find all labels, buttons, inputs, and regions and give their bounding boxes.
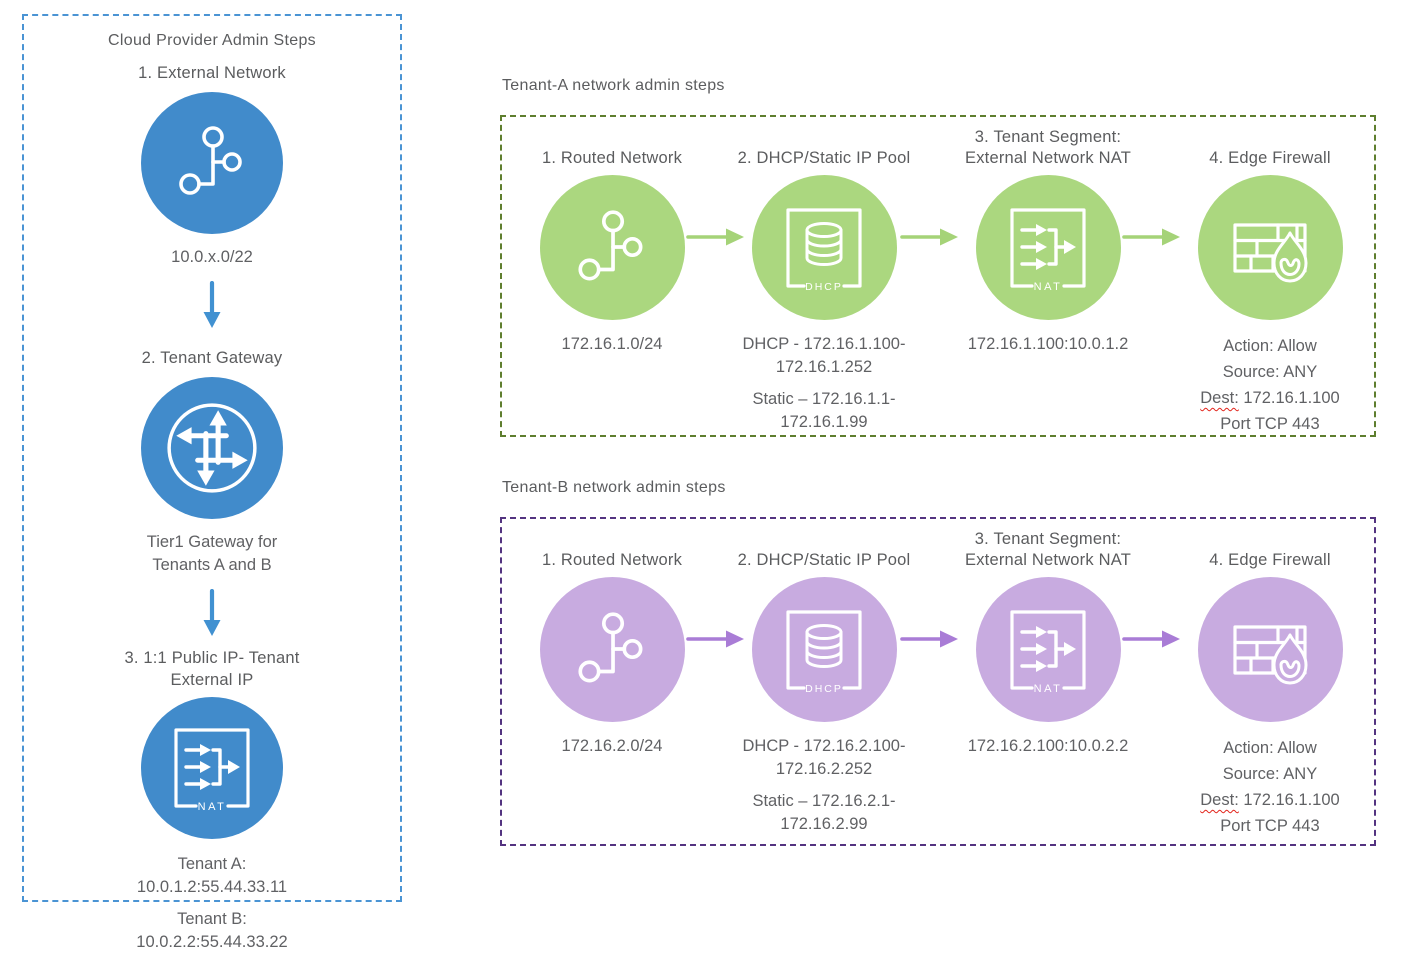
routed-network-caption: 172.16.1.0/24 bbox=[561, 335, 663, 353]
tenant-a-map-ip: 10.0.1.2:55.44.33.11 bbox=[136, 878, 288, 896]
tenant-gateway-label: 2. Tenant Gateway bbox=[141, 349, 283, 367]
caption-spacer bbox=[743, 781, 906, 790]
public-ip-nat-label-line1: 3. 1:1 Public IP- Tenant bbox=[124, 649, 300, 667]
dhcp-range-line1: DHCP - 172.16.1.100- bbox=[742, 335, 906, 353]
tenant-b-edge-firewall-step: 4. Edge Firewall Action: Allow Source: A… bbox=[1158, 529, 1382, 839]
routed-network-node bbox=[539, 577, 685, 722]
firewall-action: Action: Allow bbox=[1223, 739, 1317, 757]
tenant-a-dhcp-step: 2. DHCP/Static IP Pool DHCP DHCP - 172.1… bbox=[712, 127, 936, 434]
edge-firewall-label: 4. Edge Firewall bbox=[1209, 551, 1331, 569]
static-range-line2: 172.16.1.99 bbox=[780, 413, 868, 431]
svg-text:NAT: NAT bbox=[1034, 683, 1063, 695]
tenant-b-panel: 1. Routed Network 172.16.2.0/24 2. DHCP/… bbox=[500, 517, 1376, 846]
public-ip-nat-label: 3. 1:1 Public IP- Tenant External IP bbox=[124, 647, 299, 691]
edge-firewall-rule: Action: Allow Source: ANY Dest: 172.16.1… bbox=[1200, 333, 1339, 437]
tenant-gateway-node bbox=[141, 377, 283, 519]
nat-icon: NAT bbox=[1010, 207, 1086, 293]
edge-firewall-rule: Action: Allow Source: ANY Dest: 172.16.1… bbox=[1200, 735, 1339, 839]
tenant-a-section-title: Tenant-A network admin steps bbox=[502, 77, 725, 94]
tenant-gateway-caption-line1: Tier1 Gateway for bbox=[146, 533, 278, 551]
dhcp-pool-caption: DHCP - 172.16.1.100- 172.16.1.252 Static… bbox=[743, 333, 906, 434]
svg-text:NAT: NAT bbox=[1034, 281, 1063, 293]
edge-firewall-node bbox=[1197, 175, 1343, 320]
public-ip-nat-node: NAT bbox=[141, 697, 283, 839]
routed-network-icon bbox=[179, 126, 242, 195]
segment-nat-caption: 172.16.1.100:10.0.1.2 bbox=[967, 335, 1129, 353]
gateway-icon bbox=[163, 399, 261, 497]
nat-icon: NAT bbox=[174, 728, 250, 813]
routed-network-node bbox=[539, 175, 685, 320]
cloud-provider-panel-title: Cloud Provider Admin Steps bbox=[108, 32, 316, 49]
tenant-b-routed-network-step: 1. Routed Network 172.16.2.0/24 bbox=[500, 529, 724, 758]
segment-nat-label: 3. Tenant Segment: External Network NAT bbox=[965, 530, 1131, 569]
edge-firewall-node bbox=[1197, 577, 1343, 722]
routed-network-label: 1. Routed Network bbox=[541, 149, 683, 167]
static-range-line1: Static – 172.16.1.1- bbox=[752, 390, 896, 408]
firewall-source: Source: ANY bbox=[1222, 363, 1318, 381]
routed-network-label: 1. Routed Network bbox=[541, 551, 683, 569]
down-arrow-icon bbox=[201, 281, 223, 329]
caption-spacer bbox=[743, 379, 906, 388]
dhcp-range-line1: DHCP - 172.16.2.100- bbox=[742, 737, 906, 755]
routed-network-caption: 172.16.2.0/24 bbox=[561, 737, 663, 755]
dhcp-pool-label: 2. DHCP/Static IP Pool bbox=[737, 551, 911, 569]
firewall-icon bbox=[1233, 624, 1308, 685]
external-network-label: 1. External Network bbox=[138, 64, 286, 82]
tenant-gateway-caption-line2: Tenants A and B bbox=[152, 556, 272, 574]
firewall-port: Port TCP 443 bbox=[1220, 817, 1320, 835]
routed-network-icon bbox=[578, 611, 643, 683]
tenant-b-dhcp-step: 2. DHCP/Static IP Pool DHCP DHCP - 172.1… bbox=[712, 529, 936, 836]
down-arrow-icon bbox=[201, 589, 223, 637]
segment-nat-node: NAT bbox=[975, 175, 1121, 320]
tenant-a-segment-nat-step: 3. Tenant Segment: External Network NAT … bbox=[936, 127, 1160, 356]
segment-nat-caption: 172.16.2.100:10.0.2.2 bbox=[967, 737, 1129, 755]
svg-text:NAT: NAT bbox=[198, 801, 227, 813]
cloud-provider-panel: Cloud Provider Admin Steps 1. External N… bbox=[22, 14, 402, 951]
external-network-node bbox=[141, 92, 283, 234]
tenant-b-segment-nat-step: 3. Tenant Segment: External Network NAT … bbox=[936, 529, 1160, 758]
static-range-line1: Static – 172.16.2.1- bbox=[752, 792, 896, 810]
tenant-a-panel: 1. Routed Network 172.16.1.0/24 2. DHCP/… bbox=[500, 115, 1376, 437]
tenant-b-section-title: Tenant-B network admin steps bbox=[502, 479, 726, 496]
external-network-caption: 10.0.x.0/22 bbox=[171, 248, 253, 266]
firewall-source: Source: ANY bbox=[1222, 765, 1318, 783]
svg-text:DHCP: DHCP bbox=[805, 683, 843, 695]
tenant-a-edge-firewall-step: 4. Edge Firewall Action: Allow Source: A… bbox=[1158, 127, 1382, 437]
dhcp-pool-node: DHCP bbox=[751, 577, 897, 722]
firewall-action: Action: Allow bbox=[1223, 337, 1317, 355]
tenant-b-map-label: Tenant B: bbox=[177, 910, 247, 928]
dhcp-pool-caption: DHCP - 172.16.2.100- 172.16.2.252 Static… bbox=[743, 735, 906, 836]
dhcp-pool-node: DHCP bbox=[751, 175, 897, 320]
tenant-a-map-label: Tenant A: bbox=[177, 855, 247, 873]
firewall-dest: Dest: 172.16.1.100 bbox=[1200, 389, 1340, 407]
edge-firewall-label: 4. Edge Firewall bbox=[1209, 149, 1331, 167]
nat-icon: NAT bbox=[1010, 609, 1086, 695]
diagram-canvas: Cloud Provider Admin Steps 1. External N… bbox=[22, 14, 1376, 951]
tenant-gateway-caption: Tier1 Gateway for Tenants A and B bbox=[147, 531, 278, 577]
dhcp-range-line2: 172.16.2.252 bbox=[775, 760, 873, 778]
segment-nat-label: 3. Tenant Segment: External Network NAT bbox=[965, 128, 1131, 167]
segment-nat-node: NAT bbox=[975, 577, 1121, 722]
caption-spacer bbox=[136, 899, 287, 908]
firewall-icon bbox=[1233, 222, 1308, 283]
static-range-line2: 172.16.2.99 bbox=[780, 815, 868, 833]
firewall-dest: Dest: 172.16.1.100 bbox=[1200, 791, 1340, 809]
dhcp-icon: DHCP bbox=[786, 609, 862, 695]
tenant-b-map-ip: 10.0.2.2:55.44.33.22 bbox=[136, 933, 288, 951]
dhcp-pool-label: 2. DHCP/Static IP Pool bbox=[737, 149, 911, 167]
tenant-a-routed-network-step: 1. Routed Network 172.16.1.0/24 bbox=[500, 127, 724, 356]
dhcp-icon: DHCP bbox=[786, 207, 862, 293]
public-ip-nat-label-line2: External IP bbox=[170, 671, 254, 689]
firewall-port: Port TCP 443 bbox=[1220, 415, 1320, 433]
svg-text:DHCP: DHCP bbox=[805, 281, 843, 293]
nat-mapping-caption: Tenant A: 10.0.1.2:55.44.33.11 Tenant B:… bbox=[136, 853, 287, 954]
routed-network-icon bbox=[578, 209, 643, 281]
dhcp-range-line2: 172.16.1.252 bbox=[775, 358, 873, 376]
